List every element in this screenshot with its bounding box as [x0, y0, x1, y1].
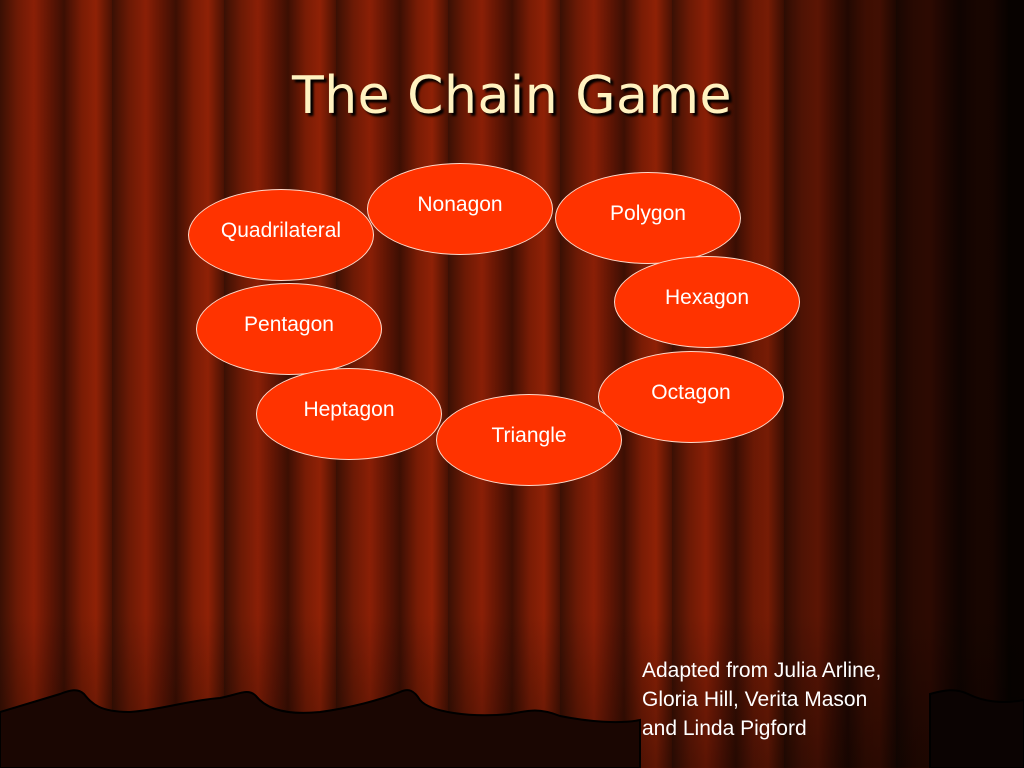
oval-pentagon[interactable]: Pentagon [196, 283, 382, 375]
credit-line-2: Gloria Hill, Verita Mason [642, 688, 868, 711]
oval-polygon[interactable]: Polygon [555, 172, 741, 264]
oval-label: Octagon [651, 381, 731, 404]
oval-label: Nonagon [417, 193, 503, 216]
oval-label: Pentagon [244, 313, 334, 336]
oval-label: Quadrilateral [220, 219, 342, 242]
oval-triangle[interactable]: Triangle [436, 394, 622, 486]
credit-line-3: and Linda Pigford [642, 717, 807, 740]
oval-label: Polygon [610, 202, 686, 225]
credit-line-1: Adapted from Julia Arline, [642, 659, 882, 682]
oval-label: Triangle [491, 424, 567, 447]
slide-title: The Chain Game [291, 66, 733, 126]
oval-octagon[interactable]: Octagon [598, 351, 784, 443]
oval-label: Heptagon [303, 398, 395, 421]
oval-hexagon[interactable]: Hexagon [614, 256, 800, 348]
oval-heptagon[interactable]: Heptagon [256, 368, 442, 460]
oval-quadrilateral[interactable]: Quadrilateral [188, 189, 374, 281]
credit-text: Adapted from Julia Arline, Gloria Hill, … [642, 656, 972, 743]
oval-label: Hexagon [664, 286, 750, 309]
curtain-hem [0, 689, 641, 768]
oval-nonagon[interactable]: Nonagon [367, 163, 553, 255]
